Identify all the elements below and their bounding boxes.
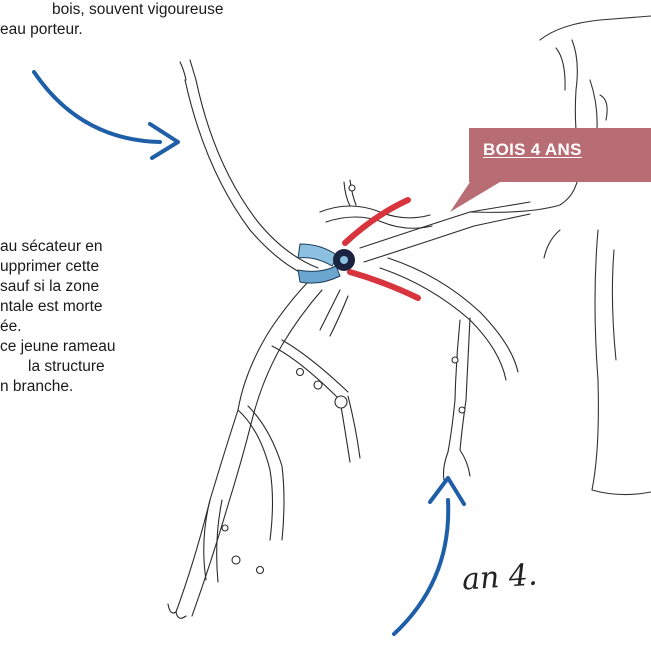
left-note-line-8: n branche.	[0, 377, 115, 397]
label-pointer	[450, 182, 500, 212]
left-note-line-4: ntale est morte	[0, 297, 115, 317]
arrow-icon	[394, 478, 464, 634]
pruning-shears-icon	[298, 200, 418, 298]
background-sketch	[470, 16, 651, 495]
wood-age-label: BOIS 4 ANS	[469, 128, 651, 182]
left-note-line-6: ce jeune rameau	[0, 337, 115, 357]
wood-age-label-text: BOIS 4 ANS	[483, 140, 582, 160]
top-note-line-1: bois, souvent vigoureuse	[52, 0, 223, 20]
left-note-line-5: ée.	[0, 317, 115, 337]
left-note-line-2: upprimer cette	[0, 257, 115, 277]
left-note: au sécateur en upprimer cette sauf si la…	[0, 237, 115, 397]
top-note: bois, souvent vigoureuse eau porteur.	[0, 0, 223, 40]
left-note-line-7: la structure	[28, 357, 115, 377]
handwritten-note: an 4.	[461, 557, 539, 597]
top-note-line-2: eau porteur.	[0, 20, 223, 40]
left-note-line-3: sauf si la zone	[0, 277, 115, 297]
arrow-icon	[34, 72, 178, 158]
left-note-line-1: au sécateur en	[0, 237, 115, 257]
